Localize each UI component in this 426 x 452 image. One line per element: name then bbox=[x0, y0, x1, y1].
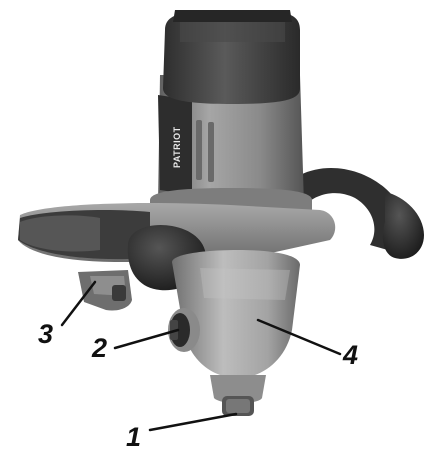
callout-1: 1 bbox=[126, 422, 141, 452]
leader-lines bbox=[60, 280, 342, 432]
spindle-neck bbox=[210, 375, 266, 404]
motor-housing: PATRIOT bbox=[158, 75, 304, 222]
leader-line-1 bbox=[148, 412, 238, 432]
callout-3: 3 bbox=[38, 319, 53, 349]
spindle bbox=[222, 396, 254, 416]
top-cap bbox=[163, 10, 300, 104]
switch-trigger bbox=[78, 270, 132, 311]
brand-label: PATRIOT bbox=[172, 126, 182, 168]
leader-line-3 bbox=[60, 280, 97, 327]
rear-handle bbox=[300, 167, 424, 259]
speed-dial bbox=[168, 308, 200, 352]
gearbox-housing bbox=[172, 250, 300, 378]
leader-line-2 bbox=[113, 328, 180, 350]
leader-line-4 bbox=[256, 318, 342, 356]
callout-2: 2 bbox=[91, 333, 107, 363]
callout-4: 4 bbox=[342, 340, 358, 370]
